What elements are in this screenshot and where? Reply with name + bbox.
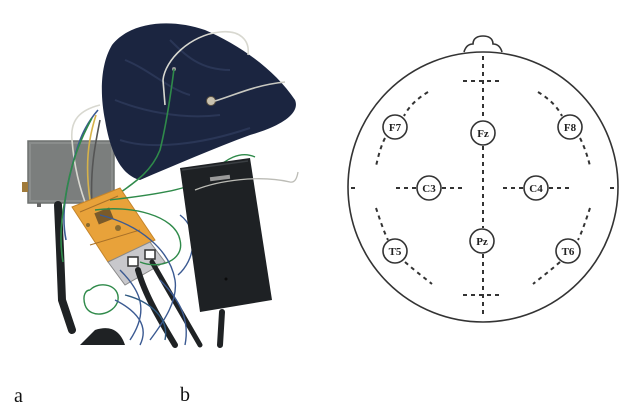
svg-text:Fz: Fz xyxy=(477,128,489,140)
electrode-C3: C3 xyxy=(416,175,442,201)
hardware-photo xyxy=(0,14,300,348)
electrode-Fz: Fz xyxy=(470,120,496,146)
svg-text:Pz: Pz xyxy=(476,236,488,248)
electrode-C4: C4 xyxy=(523,175,549,201)
connector-block xyxy=(107,241,166,286)
jumper-wires xyxy=(60,104,101,263)
panel-label-b: b xyxy=(180,384,190,406)
electrode-T6: T6 xyxy=(555,238,581,264)
nose-shape xyxy=(463,35,503,53)
circuit-board xyxy=(71,187,156,263)
eeg-cap xyxy=(101,23,296,180)
svg-text:T5: T5 xyxy=(389,246,402,258)
svg-text:F8: F8 xyxy=(564,122,577,134)
electrode-F8: F8 xyxy=(557,114,583,140)
svg-text:F7: F7 xyxy=(389,122,402,134)
electrode-F7: F7 xyxy=(382,114,408,140)
svg-text:C3: C3 xyxy=(422,183,436,195)
lcd-screen-module xyxy=(22,140,115,207)
battery-pack xyxy=(180,158,299,348)
panel-label-a: a xyxy=(14,385,23,407)
electrode-Pz: Pz xyxy=(469,228,495,254)
electrode-T5: T5 xyxy=(382,238,408,264)
svg-text:T6: T6 xyxy=(562,246,575,258)
svg-text:C4: C4 xyxy=(529,183,543,195)
head-outline xyxy=(347,51,619,323)
electrode-head-diagram: F7 Fz F8 C3 C4 T5 xyxy=(340,28,630,333)
